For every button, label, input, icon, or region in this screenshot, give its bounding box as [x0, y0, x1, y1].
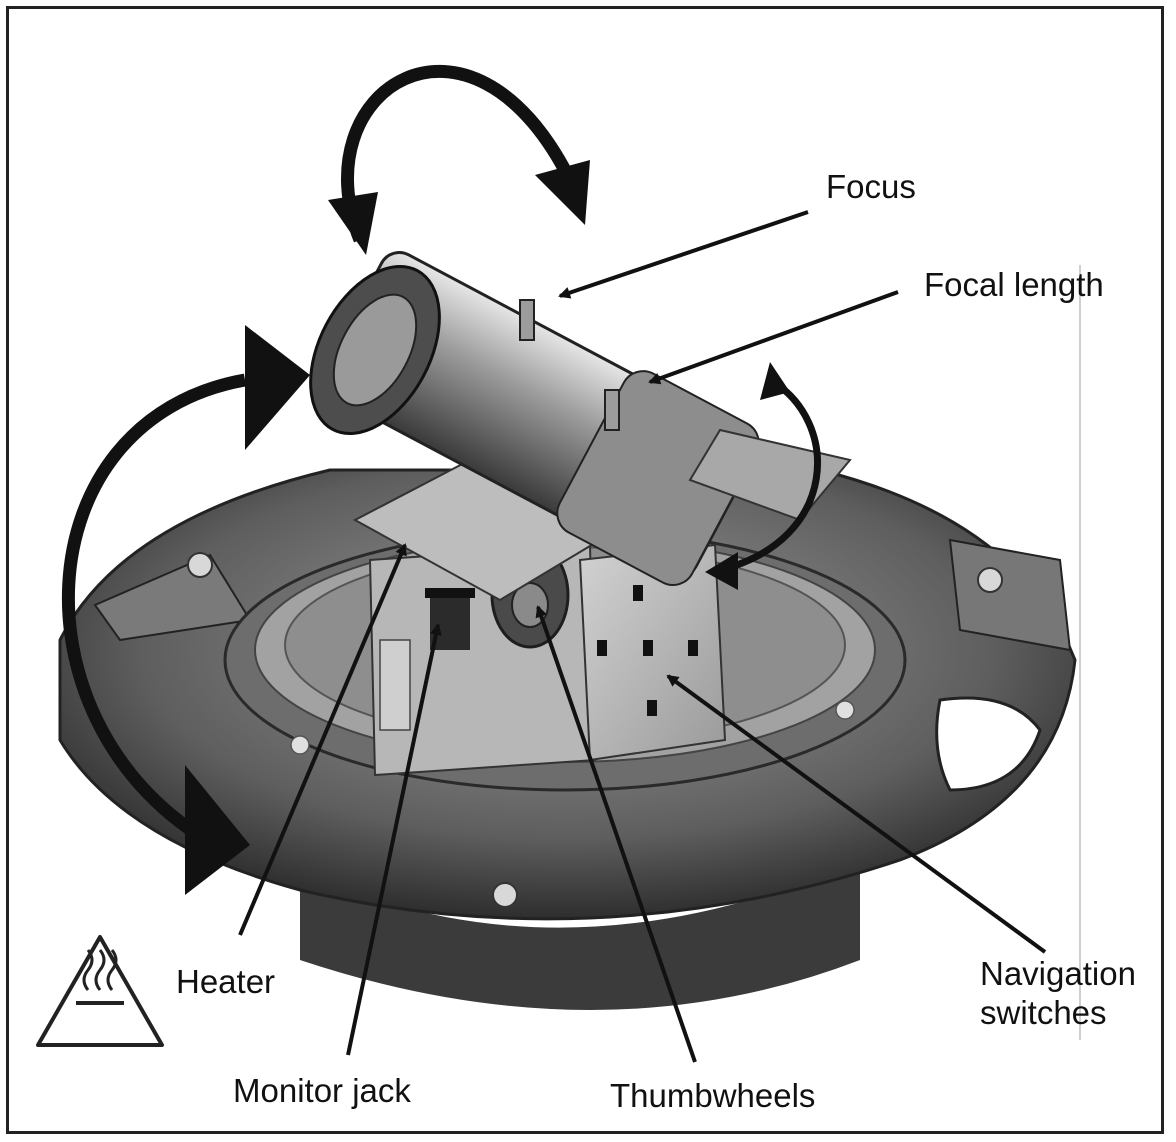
thumbwheels-callout-line [535, 605, 697, 1063]
rotate-arrow [719, 376, 821, 574]
focal-length-knob [604, 389, 620, 431]
navigation-switches-label: Navigation switches [980, 955, 1136, 1031]
camera-module [309, 251, 852, 777]
callout-lines [238, 210, 1047, 1063]
rotation-arrows [62, 65, 821, 895]
pan-arrow [62, 373, 247, 851]
focus-label: Focus [826, 168, 916, 205]
hot-surface-warning-icon [36, 935, 164, 1047]
heater-callout-line [238, 543, 407, 936]
focus-callout-line [558, 210, 809, 299]
thumbwheels-label: Thumbwheels [610, 1077, 816, 1114]
focus-knob [519, 299, 535, 341]
tilt-arrow [341, 65, 576, 243]
heater-label: Heater [176, 963, 276, 1000]
navigation-switches-callout-line [666, 674, 1047, 954]
monitor-jack-label: Monitor jack [233, 1072, 411, 1109]
monitor-jack-callout-line [346, 623, 442, 1056]
focal-length-callout-line [648, 290, 899, 385]
focal-length-label: Focal length [924, 266, 1104, 303]
